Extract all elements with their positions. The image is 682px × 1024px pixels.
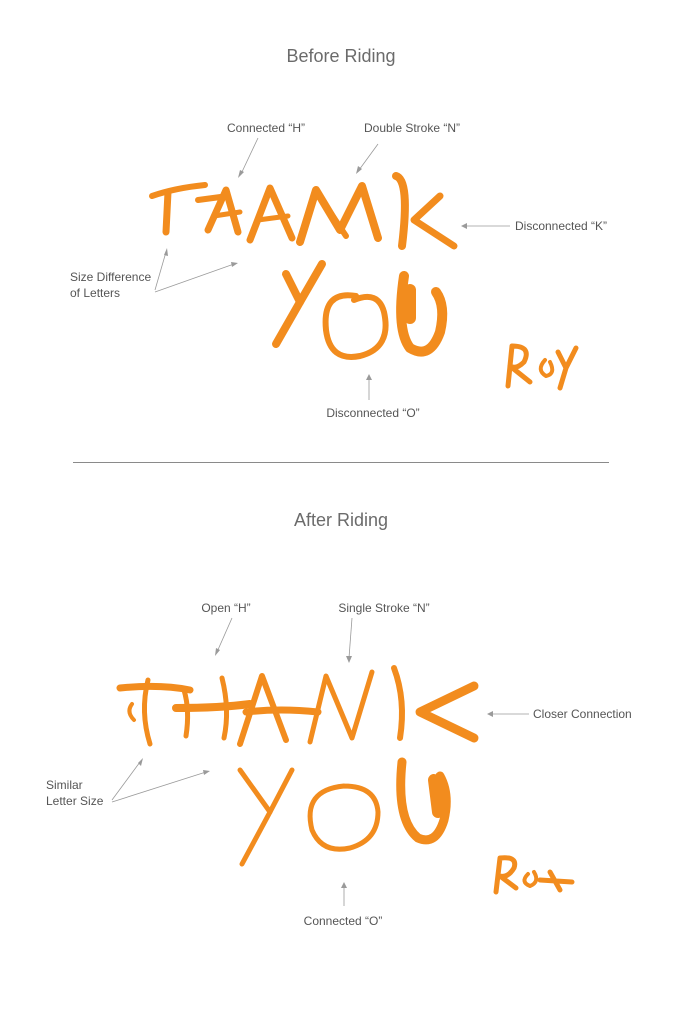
section-divider bbox=[73, 462, 609, 463]
handwritten-thank-you-roy-after-icon bbox=[116, 665, 575, 895]
before-arrows bbox=[154, 137, 510, 400]
handwritten-thank-you-roy-before-icon bbox=[149, 172, 579, 391]
annotation-similar-size-line1: Similar bbox=[46, 778, 83, 792]
after-riding-title: After Riding bbox=[293, 510, 389, 530]
annotation-disconnected-k: Disconnected “K” bbox=[515, 219, 608, 233]
annotation-disconnected-o: Disconnected “O” bbox=[326, 406, 420, 420]
before-riding-title: Before Riding bbox=[286, 46, 396, 66]
annotation-single-stroke-n: Single Stroke “N” bbox=[338, 601, 430, 615]
annotation-size-difference-line1: Size Difference bbox=[70, 270, 152, 284]
after-arrows bbox=[111, 617, 529, 906]
annotation-similar-size: Similar Letter Size bbox=[46, 777, 103, 809]
annotation-double-stroke-n: Double Stroke “N” bbox=[363, 121, 461, 135]
annotation-closer-connection: Closer Connection bbox=[533, 707, 632, 721]
annotation-connected-h: Connected “H” bbox=[226, 121, 306, 135]
annotation-size-difference: Size Difference of Letters bbox=[70, 269, 151, 301]
annotation-size-difference-line2: of Letters bbox=[70, 286, 121, 300]
annotation-open-h: Open “H” bbox=[201, 601, 251, 615]
annotation-similar-size-line2: Letter Size bbox=[46, 794, 104, 808]
annotation-connected-o: Connected “O” bbox=[303, 914, 383, 928]
